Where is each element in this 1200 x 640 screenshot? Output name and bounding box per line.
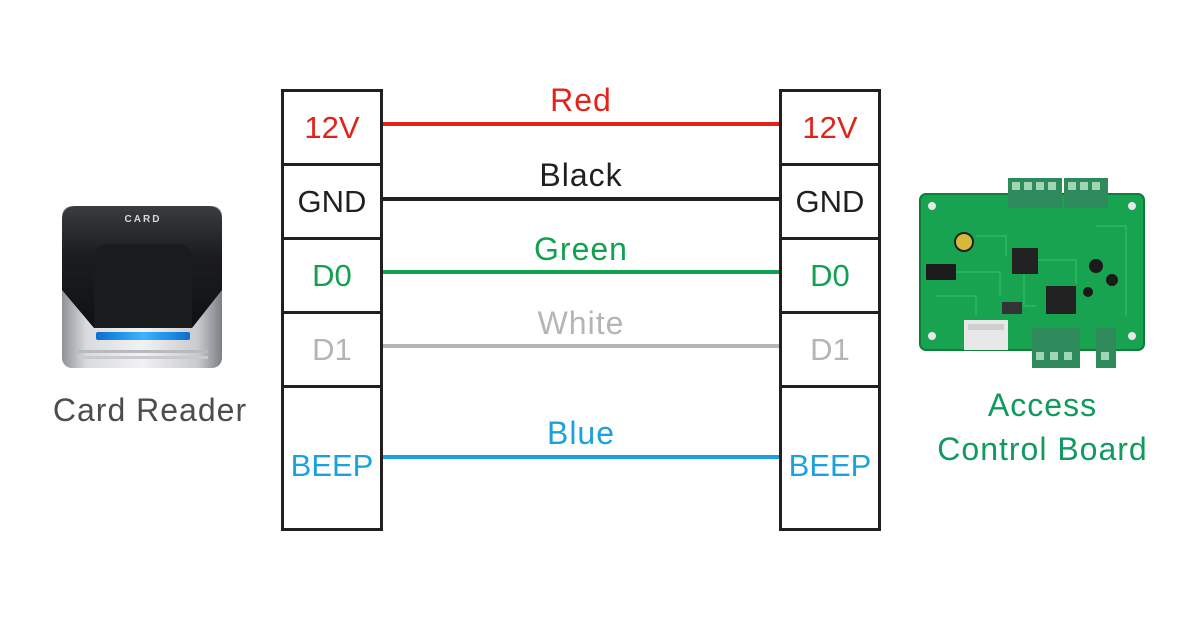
board-caption-line2: Control Board xyxy=(937,431,1148,467)
board-caption: Access Control Board xyxy=(900,383,1185,471)
left-terminal-12v: 12V xyxy=(284,92,380,166)
wire-white xyxy=(383,344,779,348)
right-terminal-beep: BEEP xyxy=(788,448,872,483)
left-terminal-gnd: GND xyxy=(284,166,380,240)
left-terminal-d0: D0 xyxy=(284,240,380,314)
left-terminal-d1: D1 xyxy=(284,314,380,388)
wire-label-black: Black xyxy=(539,157,623,193)
card-reader-logo: CARD xyxy=(125,214,162,225)
right-terminal-d0: D0 xyxy=(782,240,878,314)
wire-label-green: Green xyxy=(534,231,628,267)
right-terminal-gnd: GND xyxy=(782,166,878,240)
wire-green xyxy=(383,270,779,274)
board-caption-line1: Access xyxy=(987,387,1098,423)
right-terminal-d1: D1 xyxy=(782,314,878,388)
wire-label-blue: Blue xyxy=(546,415,616,451)
left-terminal-beep: BEEP xyxy=(290,448,374,483)
wire-red xyxy=(383,122,779,126)
card-reader-caption: Card Reader xyxy=(52,392,248,428)
wire-label-white: White xyxy=(537,305,625,341)
access-control-board-image xyxy=(919,178,1145,368)
wire-blue xyxy=(383,455,779,459)
card-reader-image: CARD xyxy=(62,206,222,368)
wire-black xyxy=(383,197,779,201)
right-terminal-12v: 12V xyxy=(782,92,878,166)
wire-label-red: Red xyxy=(550,82,612,118)
